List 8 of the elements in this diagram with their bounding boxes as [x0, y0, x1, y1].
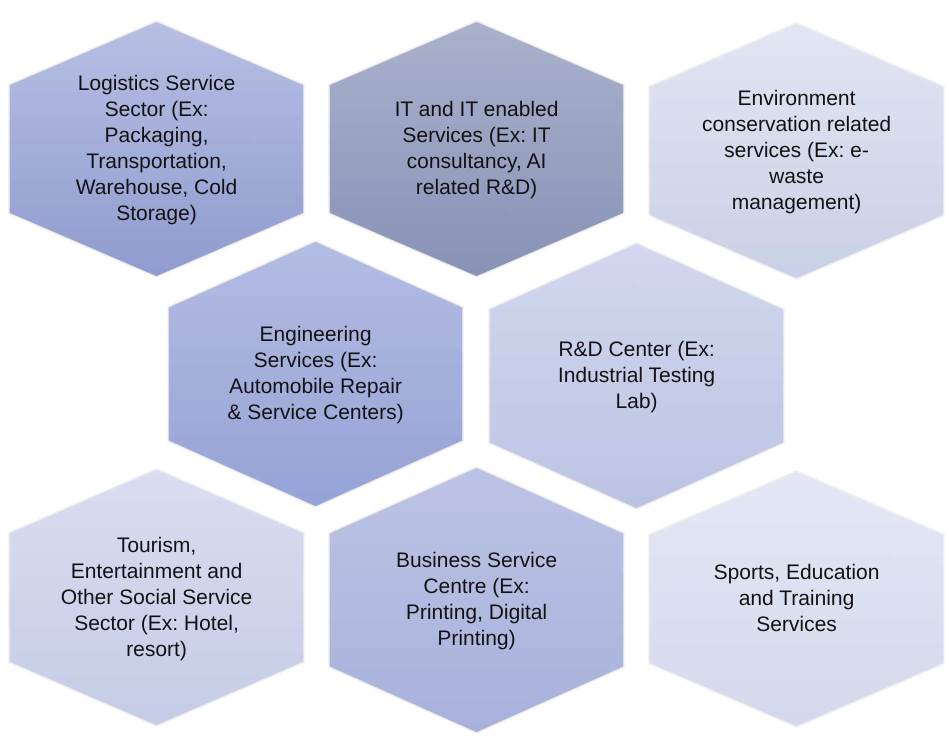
hexagon-label: Sports, Education and Training Services	[712, 560, 880, 638]
hexagon-label: Logistics Service Sector (Ex: Packaging, Transportation, Warehouse, Cold Storage)	[74, 71, 238, 227]
hexagon-label: Tourism, Entertainment and Other Social Service Sector (Ex: Hotel, resort)	[60, 532, 254, 662]
hexagon-label: R&D Center (Ex: Industrial Testing Lab)	[556, 337, 716, 415]
hexagon-label: Engineering Services (Ex: Automobile Repair & Service Centers)	[226, 322, 405, 426]
hexagon-label: Environment conservation related services (Ex: e-waste management)	[702, 86, 892, 216]
hexagon-label: IT and IT enabled Services (Ex: IT consultancy, AI related R&D)	[394, 97, 560, 201]
hexagon-label: Business Service Centre (Ex: Printing, Digital Printing)	[394, 548, 558, 652]
